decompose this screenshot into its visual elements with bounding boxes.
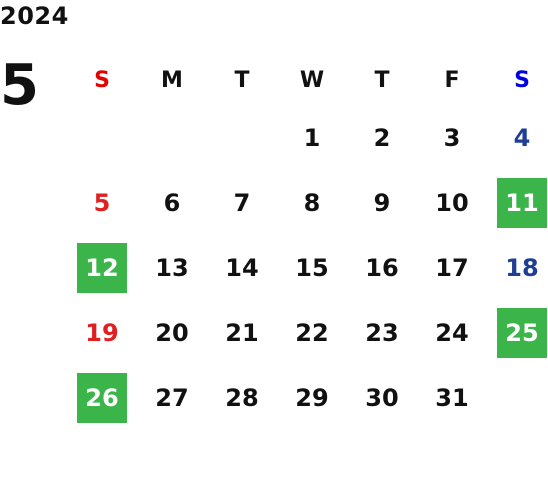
day-number[interactable]: 19 (85, 318, 119, 347)
year-label: 2024 (0, 2, 69, 30)
day-number[interactable]: 8 (303, 188, 321, 217)
day-cell-empty (207, 105, 277, 170)
weekday-header-tuesday: T (234, 67, 250, 93)
day-number[interactable]: 15 (295, 253, 329, 282)
day-number[interactable]: 31 (435, 383, 469, 412)
day-number[interactable]: 27 (155, 383, 189, 412)
day-cell-holiday: 11 (487, 170, 548, 235)
day-number[interactable]: 21 (225, 318, 259, 347)
day-cell: 24 (417, 300, 487, 365)
day-number[interactable]: 10 (435, 188, 469, 217)
weekday-header-sunday: S (94, 67, 110, 93)
day-cell: 1 (277, 105, 347, 170)
day-cell: 21 (207, 300, 277, 365)
day-number[interactable]: 13 (155, 253, 189, 282)
day-cell: 27 (137, 365, 207, 430)
day-cell: 20 (137, 300, 207, 365)
day-number[interactable]: 24 (435, 318, 469, 347)
day-cell: 29 (277, 365, 347, 430)
month-number: 5 (0, 53, 39, 118)
day-cell-holiday: 12 (67, 235, 137, 300)
day-number[interactable]: 4 (513, 123, 531, 152)
day-number[interactable]: 29 (295, 383, 329, 412)
day-number[interactable]: 9 (373, 188, 391, 217)
day-cell: 30 (347, 365, 417, 430)
day-cell: 31 (417, 365, 487, 430)
day-cell-empty (67, 105, 137, 170)
weekday-header-wednesday: W (299, 67, 325, 93)
day-cell-empty (137, 105, 207, 170)
day-cell-holiday: 25 (487, 300, 548, 365)
day-cell: 28 (207, 365, 277, 430)
day-number[interactable]: 14 (225, 253, 259, 282)
calendar-grid: S M T W T F S 1 2 3 4 5 6 7 8 9 10 11 12… (67, 55, 548, 430)
weekday-header-friday: F (444, 67, 460, 93)
day-cell: 9 (347, 170, 417, 235)
day-cell: 15 (277, 235, 347, 300)
highlighted-day-number[interactable]: 11 (497, 177, 547, 228)
day-cell-holiday: 26 (67, 365, 137, 430)
day-number[interactable]: 28 (225, 383, 259, 412)
highlighted-day-number[interactable]: 25 (497, 307, 547, 358)
day-number[interactable]: 7 (233, 188, 251, 217)
day-cell: 7 (207, 170, 277, 235)
highlighted-day-number[interactable]: 12 (77, 242, 127, 293)
day-number[interactable]: 22 (295, 318, 329, 347)
weekday-header-thursday: T (374, 67, 390, 93)
day-number[interactable]: 5 (93, 188, 111, 217)
day-cell-saturday: 4 (487, 105, 548, 170)
day-number[interactable]: 30 (365, 383, 399, 412)
day-cell: 3 (417, 105, 487, 170)
day-cell: 16 (347, 235, 417, 300)
day-number[interactable]: 20 (155, 318, 189, 347)
day-number[interactable]: 1 (303, 123, 321, 152)
day-number[interactable]: 18 (505, 253, 539, 282)
day-cell: 2 (347, 105, 417, 170)
day-number[interactable]: 23 (365, 318, 399, 347)
day-number[interactable]: 17 (435, 253, 469, 282)
day-number[interactable]: 16 (365, 253, 399, 282)
highlighted-day-number[interactable]: 26 (77, 372, 127, 423)
day-cell: 22 (277, 300, 347, 365)
day-cell-empty (487, 365, 548, 430)
day-cell: 23 (347, 300, 417, 365)
day-number[interactable]: 6 (163, 188, 181, 217)
day-number[interactable]: 3 (443, 123, 461, 152)
day-cell: 14 (207, 235, 277, 300)
weekday-header-monday: M (161, 67, 183, 93)
day-cell-saturday: 18 (487, 235, 548, 300)
day-cell-sunday: 5 (67, 170, 137, 235)
weekday-header-saturday: S (514, 67, 530, 93)
day-cell: 17 (417, 235, 487, 300)
day-cell-sunday: 19 (67, 300, 137, 365)
day-number[interactable]: 2 (373, 123, 391, 152)
day-cell: 6 (137, 170, 207, 235)
day-cell: 8 (277, 170, 347, 235)
day-cell: 10 (417, 170, 487, 235)
day-cell: 13 (137, 235, 207, 300)
